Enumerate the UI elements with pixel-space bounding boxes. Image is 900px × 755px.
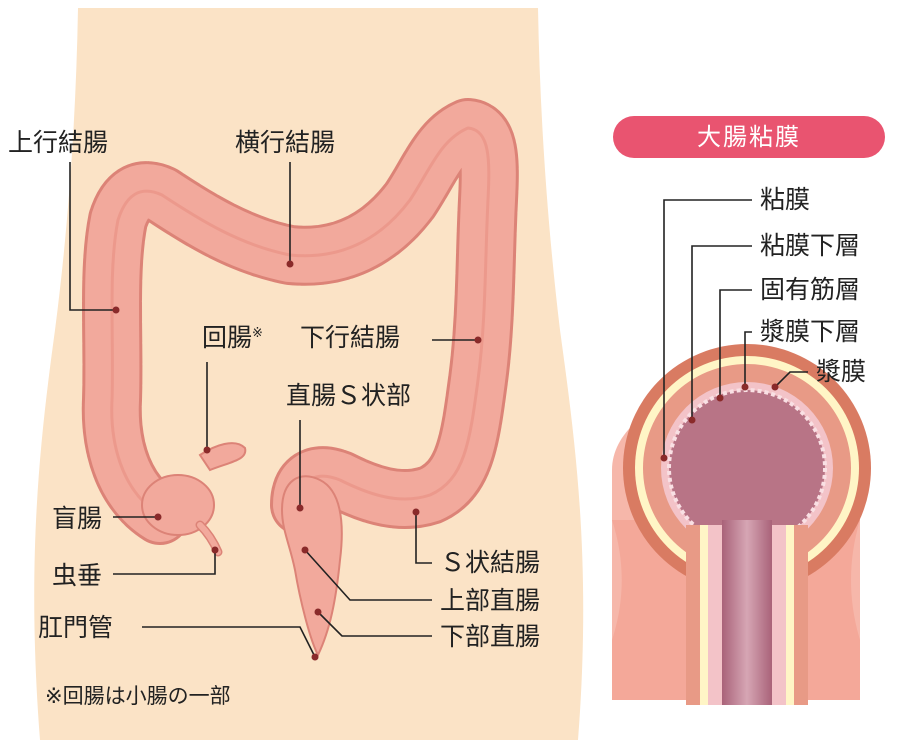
label-mucosa: 粘膜: [760, 185, 811, 214]
mucosa-badge-text: 大腸粘膜: [697, 123, 801, 151]
mucosa-badge: 大腸粘膜: [613, 116, 885, 158]
colon-cross-section: [612, 344, 871, 705]
right-leader-lines: [663, 199, 808, 458]
label-ileum-mark: ※: [252, 326, 263, 341]
label-sigmoid-colon: Ｓ状結腸: [440, 548, 541, 577]
label-cecum: 盲腸: [52, 504, 103, 533]
label-anal-canal: 肛門管: [38, 613, 114, 642]
right-leader-dots: [660, 383, 779, 462]
footnote: ※回腸は小腸の一部: [45, 684, 231, 708]
left-leader-lines: [69, 162, 478, 658]
label-lower-rectum: 下部直腸: [440, 622, 541, 651]
label-upper-rectum: 上部直腸: [440, 586, 541, 615]
label-transverse-colon: 横行結腸: [235, 128, 336, 157]
left-leader-dots: [112, 260, 482, 661]
label-rectosigmoid: 直腸Ｓ状部: [286, 381, 412, 410]
label-appendix: 虫垂: [52, 561, 103, 590]
label-muscularis-propria: 固有筋層: [760, 275, 861, 304]
label-subserosa: 漿膜下層: [760, 317, 861, 346]
label-descending-colon: 下行結腸: [300, 323, 401, 352]
label-serosa: 漿膜: [816, 357, 867, 386]
label-ileum: 回腸※: [202, 325, 263, 350]
label-ascending-colon: 上行結腸: [8, 128, 109, 157]
label-submucosa: 粘膜下層: [760, 231, 861, 260]
large-intestine: [81, 98, 519, 658]
label-ileum-text: 回腸: [202, 323, 253, 352]
